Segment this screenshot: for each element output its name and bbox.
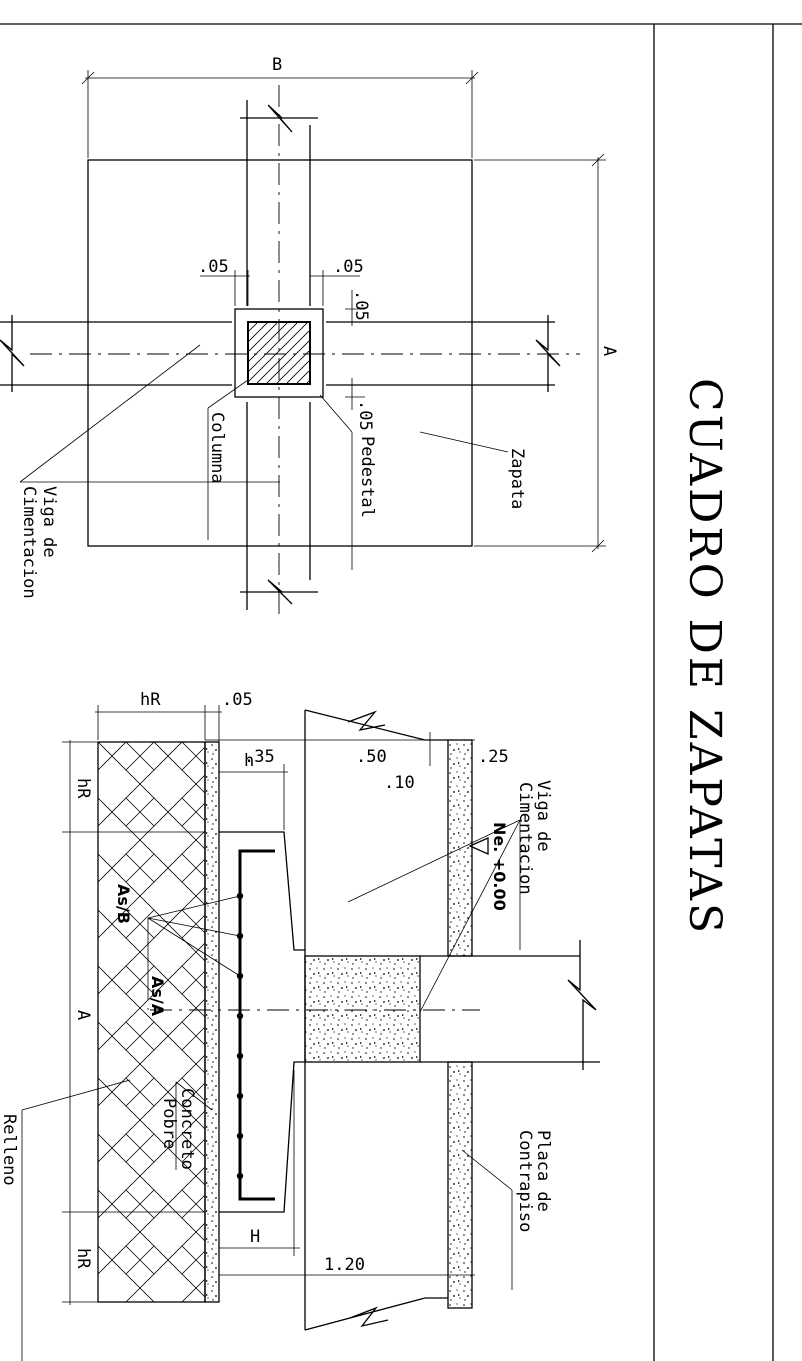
dim-10: .10 [384, 773, 415, 793]
dim-b-label: B [272, 55, 282, 75]
zapata-outline [87, 159, 473, 547]
offset-label-3: .05 [351, 290, 371, 321]
concreto-label-line1: Concreto [177, 1088, 197, 1170]
columna-label: Columna [207, 412, 227, 484]
dim-h: h [244, 751, 254, 771]
section-view: hR .05 .35 .50 .25 .10 h Ne. +0.00 hR A … [0, 690, 600, 1361]
dim-35: .35 [244, 747, 275, 767]
relleno-fill [97, 741, 206, 1303]
dim-hr-right: hR [73, 1248, 93, 1269]
viga-label-line2: Cimentacion [19, 486, 39, 599]
offset-label-4: .05 [355, 400, 375, 431]
plan-view: B A .05 .05 .05 .05 Zapata Pedestal Colu… [0, 55, 619, 620]
zapata-profile [219, 831, 306, 1213]
dim-120: 1.20 [324, 1255, 365, 1275]
pedestal-section [304, 955, 421, 1063]
dim-H: H [250, 1227, 260, 1247]
dim-50: .50 [356, 747, 387, 767]
as-b-label: As/B [114, 884, 133, 924]
offset-label-1: .05 [198, 257, 229, 277]
relleno-label: Relleno [0, 1114, 19, 1186]
rebar-dots [236, 892, 244, 1180]
viga-label-line1: Viga de [39, 486, 59, 558]
dim-a-section: A [73, 1010, 93, 1020]
page-title: CUADRO DE ZAPATAS [679, 378, 730, 936]
as-a-label: As/A [148, 976, 167, 1017]
pedestal-label: Pedestal [357, 436, 377, 518]
viga-section-line2: Cimentacion [515, 782, 535, 895]
dim-25: .25 [478, 747, 509, 767]
rebar-main [238, 849, 275, 1201]
dim-hr-left: hR [73, 778, 93, 799]
concreto-label-line2: Pobre [159, 1098, 179, 1149]
placa-label-line2: Contrapiso [515, 1130, 535, 1232]
placa-label-line1: Placa de [533, 1130, 553, 1212]
sheet-frame [0, 23, 802, 1361]
viga-section-line1: Viga de [533, 780, 553, 852]
placa-contrapiso-upper [447, 739, 473, 957]
dim-hr-top: hR [140, 690, 161, 710]
zapata-label: Zapata [507, 448, 527, 509]
concreto-pobre-layer [204, 741, 220, 1303]
placa-contrapiso-lower [447, 1061, 473, 1309]
dim-05-top: .05 [222, 690, 253, 710]
offset-label-2: .05 [333, 257, 364, 277]
level-mark: Ne. +0.00 [490, 822, 509, 911]
dim-a-label: A [599, 346, 619, 356]
